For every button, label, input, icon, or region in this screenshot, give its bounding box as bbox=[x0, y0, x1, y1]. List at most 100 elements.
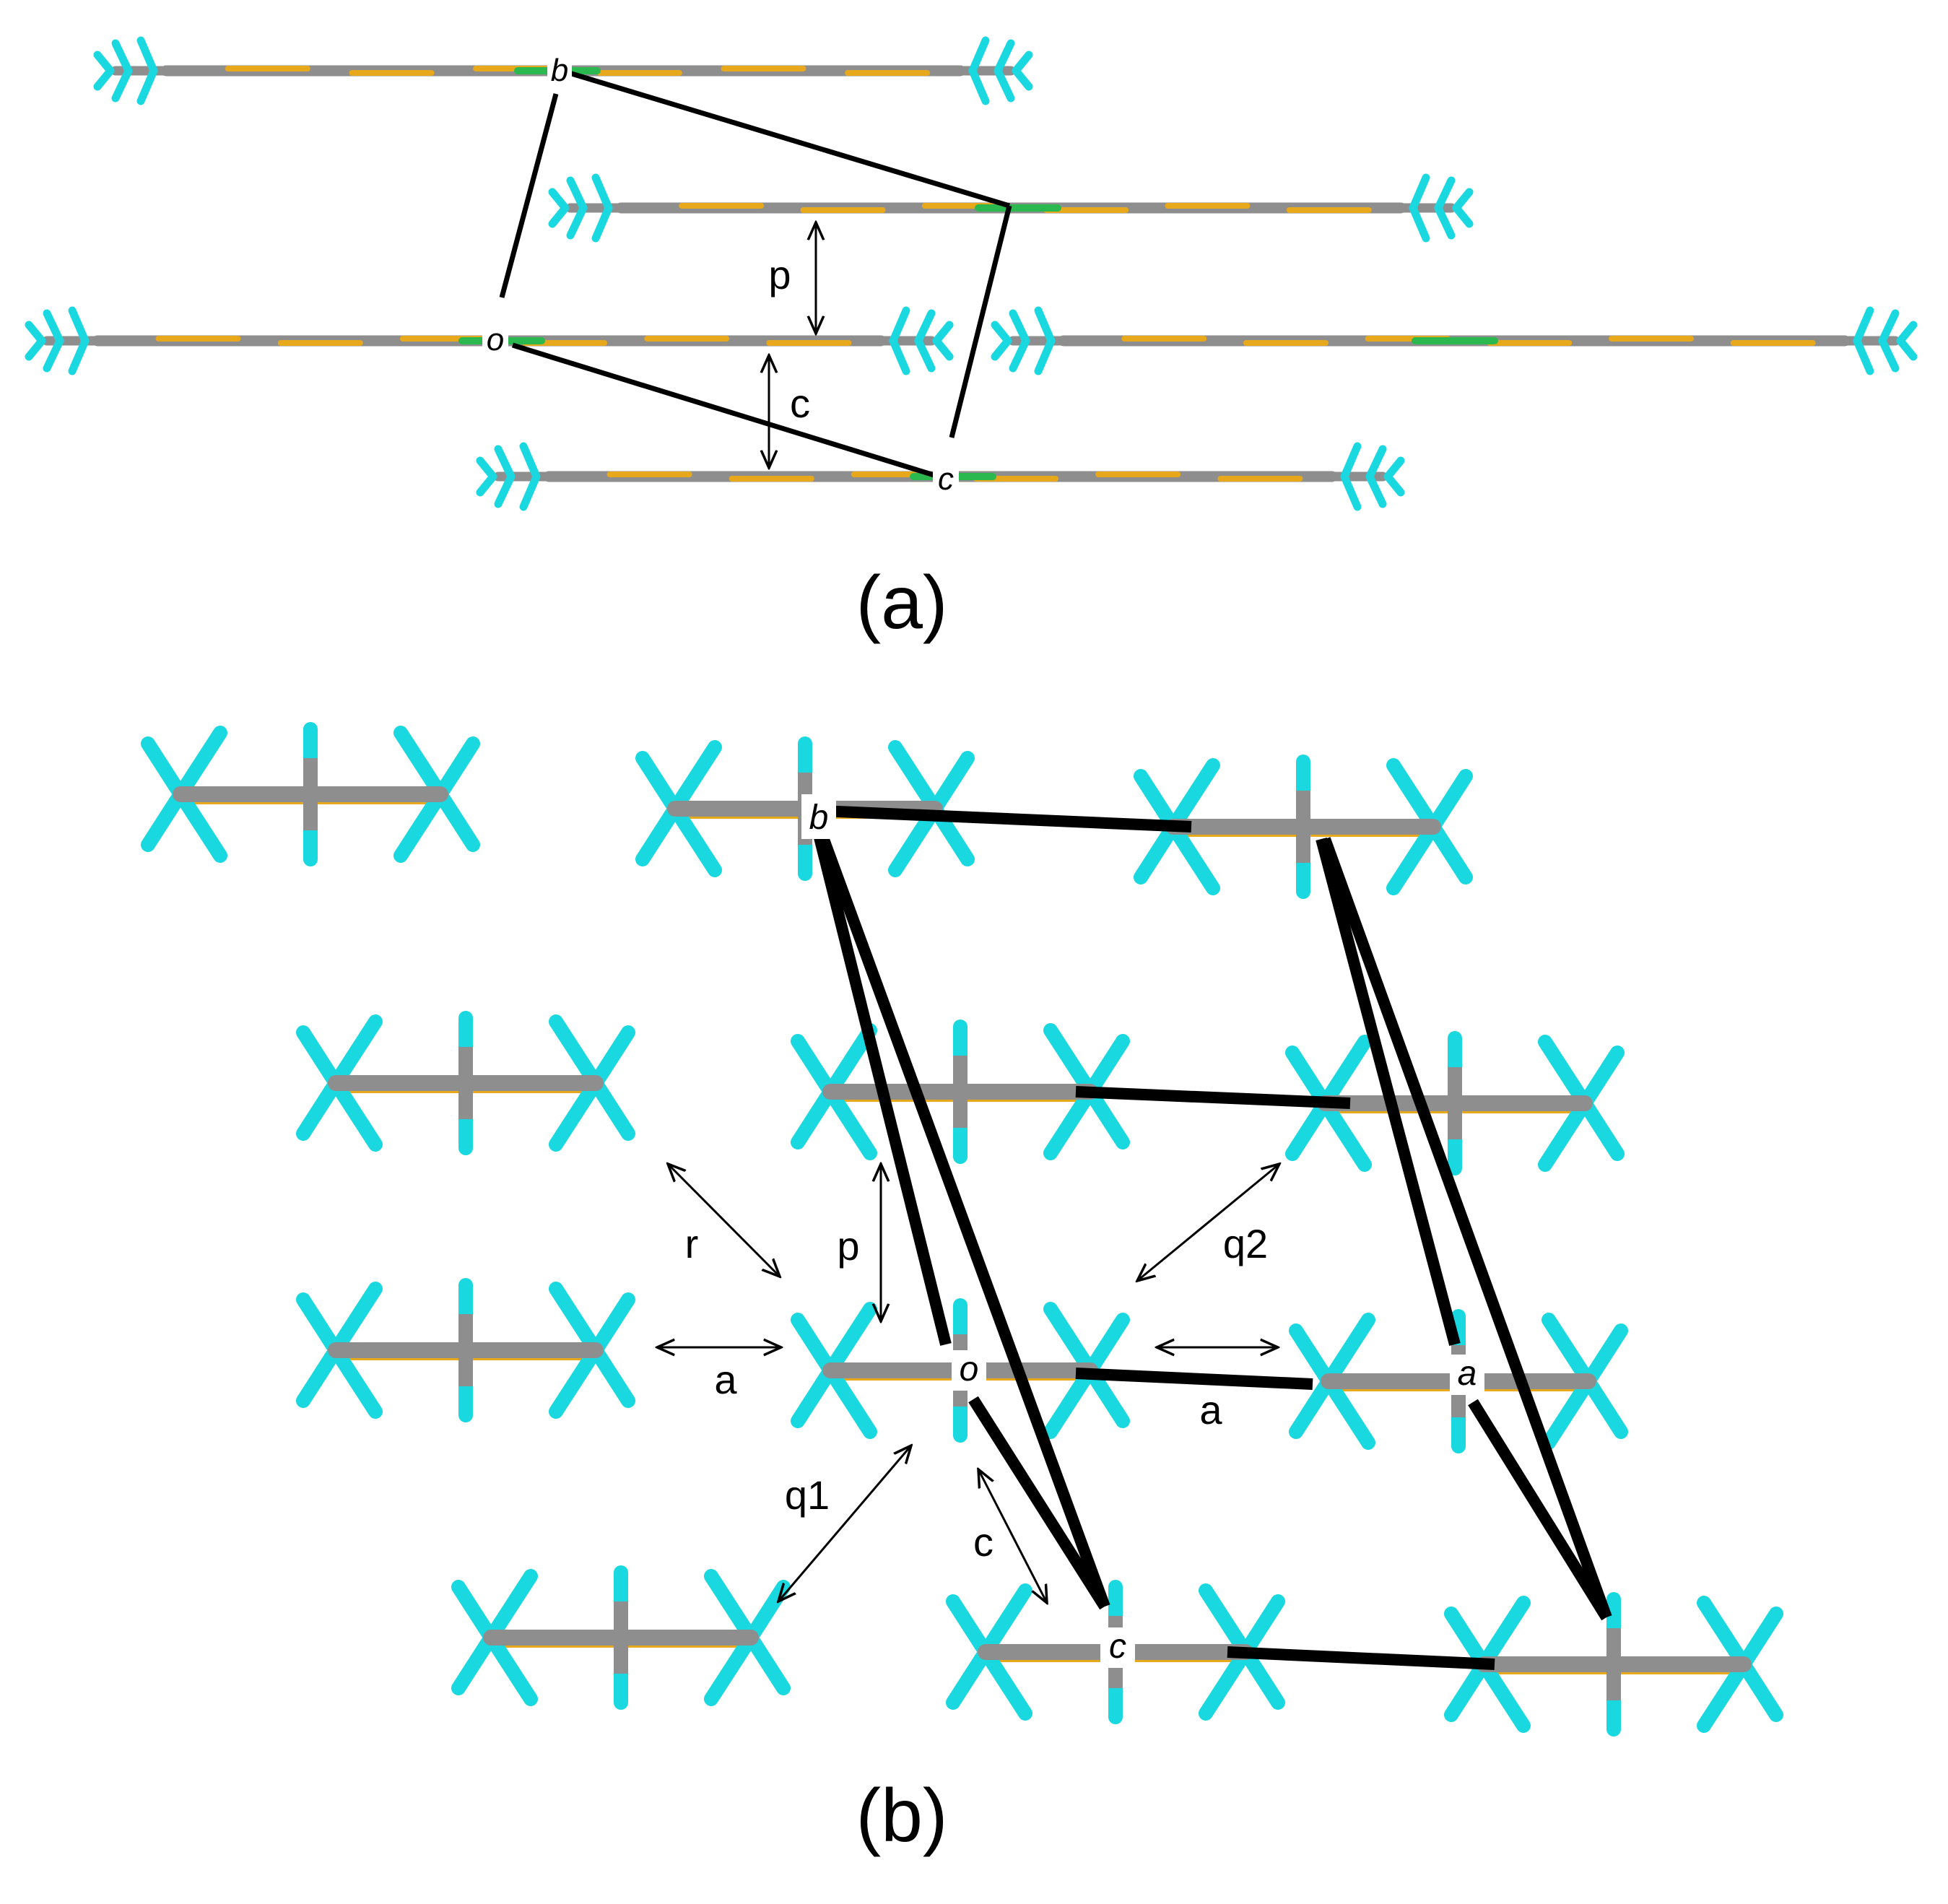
cell-edge-b-top bbox=[565, 69, 1011, 209]
fluorine-stick bbox=[1538, 1035, 1592, 1110]
fluorine-stick bbox=[519, 442, 541, 481]
molecule-end-view bbox=[791, 1020, 1130, 1164]
unit-cell-a bbox=[499, 69, 1012, 479]
fluorine-stick bbox=[1581, 1323, 1628, 1388]
fluorine-stick bbox=[1083, 1034, 1130, 1099]
fluorine-stick bbox=[494, 445, 516, 481]
fluorine-stick bbox=[791, 1084, 838, 1149]
fluorine-stick bbox=[744, 1630, 791, 1695]
axis-c-label: c bbox=[1109, 1627, 1126, 1666]
cell-edge-o-a bbox=[1075, 1368, 1313, 1390]
fluorine-stick bbox=[1034, 336, 1056, 375]
fluorine-stick bbox=[1009, 309, 1030, 345]
fluorine-stick bbox=[141, 787, 188, 852]
fluorine-stick bbox=[433, 787, 480, 852]
caption-b: (b) bbox=[856, 1774, 947, 1858]
fluorine-stick bbox=[136, 36, 158, 75]
cell-edge-b-top bbox=[804, 804, 1192, 833]
fluorine-stick bbox=[1383, 472, 1405, 497]
cell-edge-o-b bbox=[499, 93, 559, 298]
fluorine-stick bbox=[1578, 1096, 1625, 1161]
fluorine-stick bbox=[1365, 445, 1387, 481]
fluorine-stick bbox=[928, 751, 975, 816]
fluorine-stick bbox=[704, 1630, 758, 1706]
fluorine-stick bbox=[141, 736, 188, 801]
fluorine-stick bbox=[1199, 1645, 1253, 1721]
cell-edge-b-o bbox=[814, 836, 952, 1346]
panel-a: b o c p c (a) bbox=[25, 36, 1918, 645]
fluorine-stick bbox=[1426, 820, 1473, 884]
fluorine-stick bbox=[173, 726, 227, 801]
fluorine-stick bbox=[993, 39, 1015, 75]
fluorine-stick bbox=[296, 1343, 343, 1408]
fluorine-stick bbox=[1736, 1657, 1783, 1722]
fluorine-stick bbox=[1434, 176, 1456, 212]
fluorine-stick bbox=[136, 66, 158, 105]
fluorine-stick bbox=[1542, 1313, 1596, 1388]
molecule-end-view bbox=[1134, 755, 1473, 899]
fluorine-stick bbox=[1538, 1096, 1592, 1172]
fluorine-stick bbox=[1238, 1645, 1285, 1710]
fluorine-stick bbox=[1477, 1596, 1531, 1672]
fluorine-stick bbox=[823, 1363, 877, 1439]
cf3-end-group bbox=[1836, 306, 1918, 375]
arrow-a-left-label: a bbox=[714, 1357, 737, 1402]
fluorine-stick bbox=[1034, 306, 1056, 345]
cf3-end-group bbox=[476, 442, 557, 511]
fluorine-stick bbox=[1083, 1313, 1130, 1378]
fluorine-stick bbox=[1578, 1046, 1625, 1110]
arrow-q1-label: q1 bbox=[785, 1472, 830, 1518]
fluorine-stick bbox=[1083, 1084, 1130, 1149]
fluorine-stick bbox=[588, 1292, 635, 1357]
fluorine-stick bbox=[1134, 820, 1180, 884]
molecules-b bbox=[141, 722, 1783, 1736]
axis-label-o-b: o bbox=[952, 1350, 986, 1391]
fluorine-stick bbox=[1289, 1374, 1336, 1439]
arrow-a-right-label: a bbox=[1199, 1387, 1222, 1433]
fluorine-stick bbox=[1340, 472, 1362, 511]
fluorine-stick bbox=[1012, 66, 1033, 91]
arrow-r-label: r bbox=[685, 1221, 699, 1266]
fluorine-stick bbox=[932, 336, 954, 361]
axis-o-label: o bbox=[960, 1350, 979, 1388]
fluorine-stick bbox=[1434, 204, 1456, 240]
axis-label-b-a: b bbox=[547, 52, 572, 88]
fluorine-stick bbox=[1444, 1657, 1491, 1722]
fluorine-stick bbox=[635, 751, 682, 816]
axis-label-o-a: o bbox=[482, 321, 508, 357]
fluorine-stick bbox=[549, 1076, 603, 1152]
fluorine-stick bbox=[1043, 1363, 1097, 1439]
fluorine-stick bbox=[43, 309, 64, 345]
fluorine-stick bbox=[1581, 1374, 1628, 1439]
axis-a-label: a bbox=[1458, 1355, 1477, 1393]
fluorine-stick bbox=[43, 336, 64, 373]
fluorine-stick bbox=[484, 1569, 538, 1645]
fluorine-stick bbox=[329, 1076, 383, 1152]
cell-edge-mid-top bbox=[1075, 1086, 1351, 1109]
fluorine-stick bbox=[1477, 1657, 1531, 1733]
fluorine-stick bbox=[1697, 1657, 1751, 1733]
fluorine-stick bbox=[296, 1025, 343, 1090]
fluorine-stick bbox=[1134, 769, 1180, 834]
fluorine-stick bbox=[549, 1343, 603, 1419]
panel-b: b o a c r p q2 a a q1 c (b) bbox=[141, 722, 1783, 1858]
fluorine-stick bbox=[566, 176, 588, 212]
fluorine-stick bbox=[946, 1594, 993, 1659]
molecule-chain bbox=[991, 306, 1918, 375]
cell-edge-o-c bbox=[511, 342, 940, 479]
cf3-end-group bbox=[991, 306, 1072, 375]
fluorine-stick bbox=[329, 1282, 383, 1357]
fluorine-stick bbox=[823, 1023, 877, 1099]
fluorine-stick bbox=[1043, 1084, 1097, 1160]
fluorine-stick bbox=[914, 336, 936, 373]
fluorine-stick bbox=[1318, 1035, 1372, 1110]
molecule-end-view bbox=[296, 1011, 635, 1155]
axis-label-c-b: c bbox=[1100, 1627, 1135, 1668]
molecule-end-view bbox=[451, 1565, 791, 1710]
fluorine-stick bbox=[914, 309, 936, 345]
arrow-p-label-a: p bbox=[768, 252, 791, 297]
fluorine-stick bbox=[888, 740, 942, 816]
fluorine-stick bbox=[1009, 336, 1030, 373]
fluorine-stick bbox=[111, 39, 133, 75]
